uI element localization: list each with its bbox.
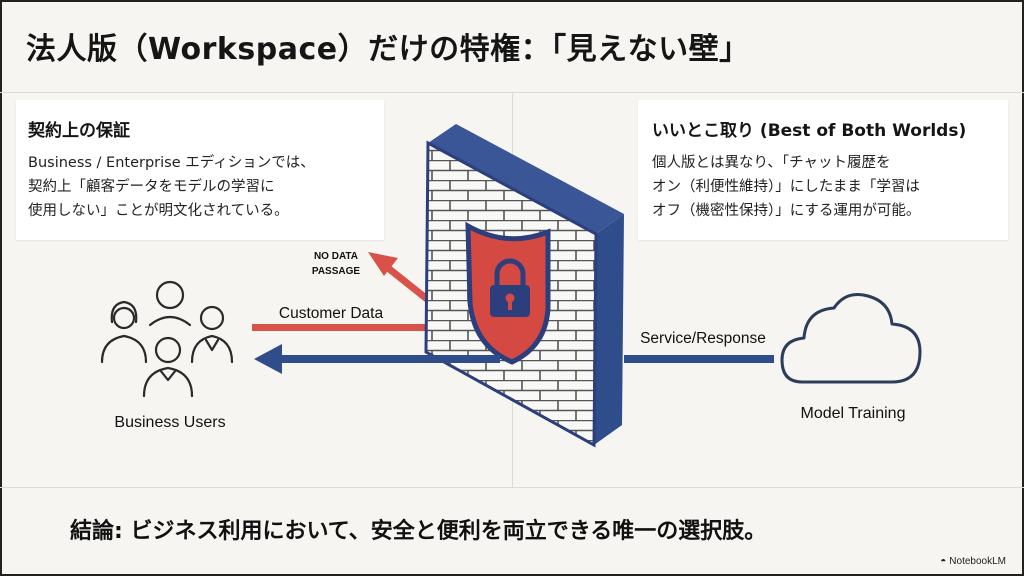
model-training-label: Model Training (801, 405, 906, 422)
no-data-label-line1: NO DATA (314, 251, 358, 262)
business-users-icon (100, 280, 234, 398)
conclusion-text: 結論: ビジネス利用において、安全と便利を両立できる唯一の選択肢。 (70, 519, 767, 544)
cloud-icon (780, 293, 922, 384)
card-body: 個人版とは異なり、「チャット履歴を オン（利便性維持）」にしたまま「学習は オフ… (652, 155, 921, 219)
business-users-label: Business Users (114, 414, 225, 431)
notebooklm-brand: ◓NotebookLM (940, 556, 1006, 567)
contract-guarantee-card: 契約上の保証 Business / Enterprise エディションでは、 契… (16, 100, 384, 240)
notebooklm-logo-icon: ◓ (940, 556, 947, 567)
best-of-both-card: いいとこ取り (Best of Both Worlds) 個人版とは異なり、「チ… (638, 100, 1008, 240)
card-heading: いいとこ取り (Best of Both Worlds) (652, 121, 967, 141)
grid-line (0, 487, 1024, 488)
customer-data-label: Customer Data (279, 305, 384, 322)
service-response-label: Service/Response (640, 330, 766, 347)
no-data-label-line2: PASSAGE (312, 266, 360, 277)
customer-data-arrow: Customer Data (252, 305, 464, 331)
slide-title: 法人版（Workspace）だけの特権：「見えない壁」 (26, 32, 750, 67)
service-response-arrow: Service/Response (254, 330, 774, 374)
firewall-icon (424, 124, 624, 448)
card-body: Business / Enterprise エディションでは、 契約上「顧客デー… (28, 155, 315, 219)
card-heading: 契約上の保証 (28, 121, 130, 141)
brand-label: NotebookLM (949, 556, 1006, 567)
